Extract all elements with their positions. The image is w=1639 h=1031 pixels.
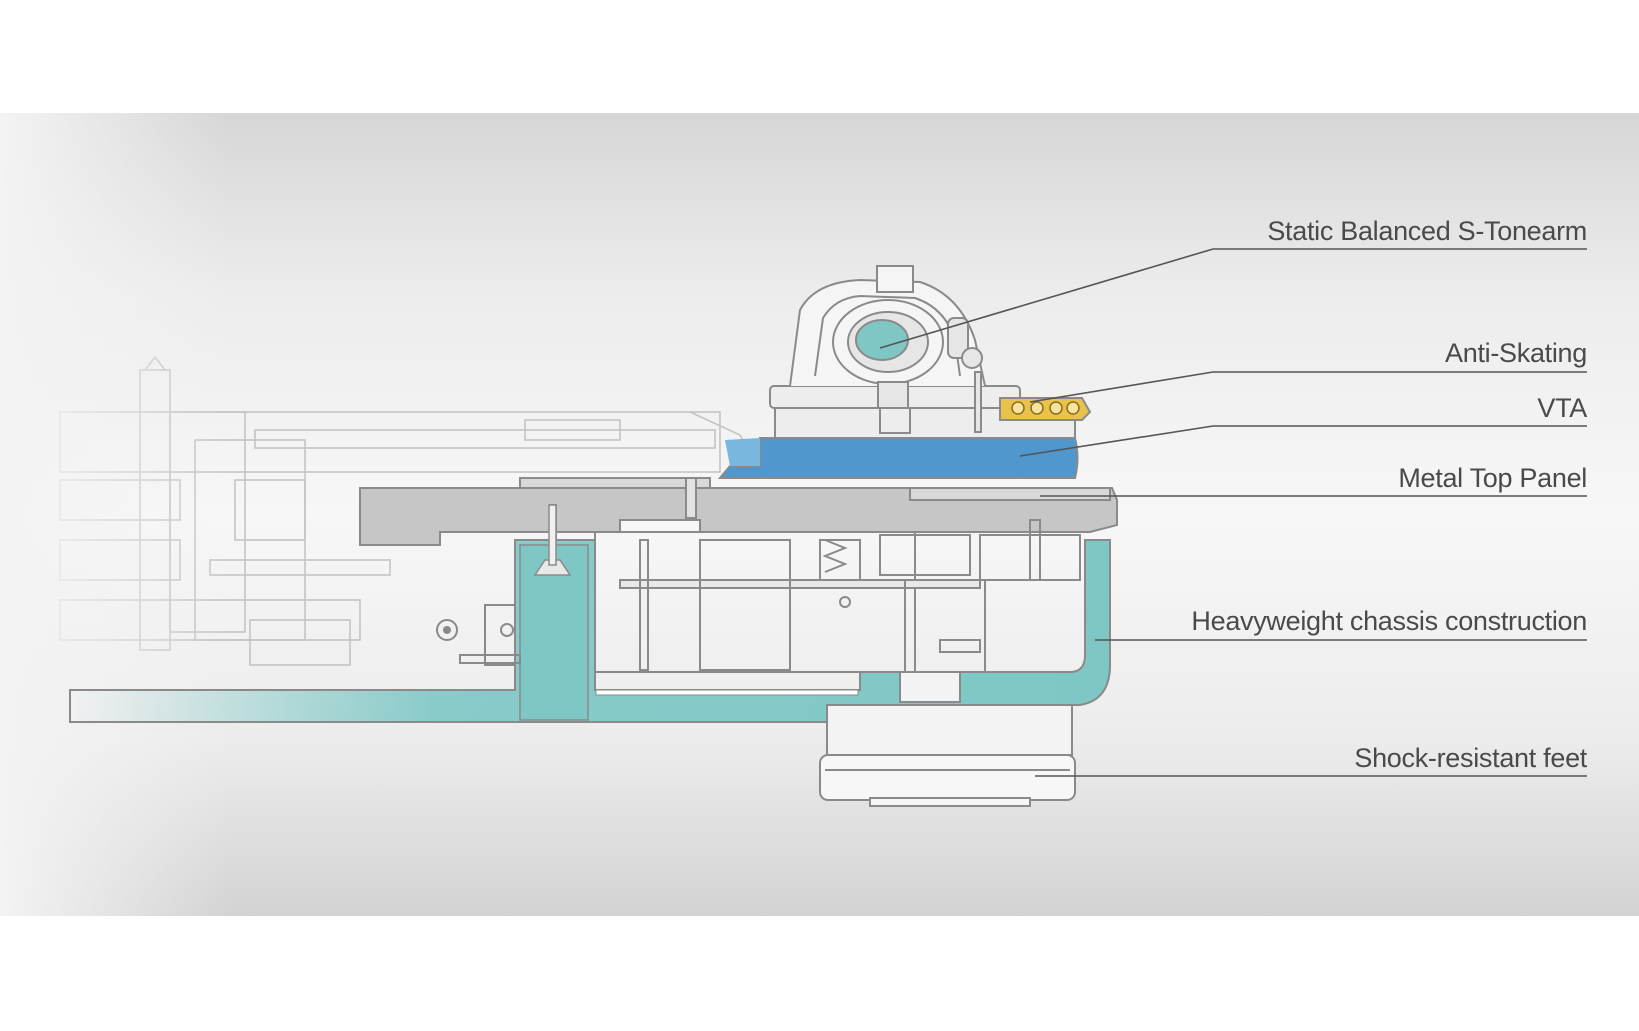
label-metal-top-panel: Metal Top Panel xyxy=(1398,463,1587,493)
callout-labels: Static Balanced S-Tonearm Anti-Skating V… xyxy=(1191,216,1588,773)
left-fade-overlay xyxy=(0,113,420,916)
tonearm-assembly-shape xyxy=(769,265,1092,439)
top-panel-blue-edge xyxy=(725,438,760,466)
leader-vta xyxy=(1019,425,1587,457)
shock-resistant-foot-shape xyxy=(819,671,1076,807)
internal-frame-outline xyxy=(436,519,1081,673)
leader-lines xyxy=(879,248,1587,777)
label-heavyweight-chassis: Heavyweight chassis construction xyxy=(1191,606,1587,636)
label-vta: VTA xyxy=(1537,393,1587,423)
metal-top-panel-shape xyxy=(359,477,1118,566)
chassis-shape xyxy=(69,504,1111,723)
label-anti-skating: Anti-Skating xyxy=(1445,338,1587,368)
leader-tonearm xyxy=(879,248,1587,349)
label-shock-resistant-feet: Shock-resistant feet xyxy=(1354,743,1587,773)
leader-anti-skating xyxy=(1029,371,1587,403)
top-panel-blue-shape xyxy=(717,437,1079,479)
label-static-balanced-s-tonearm: Static Balanced S-Tonearm xyxy=(1267,216,1587,246)
